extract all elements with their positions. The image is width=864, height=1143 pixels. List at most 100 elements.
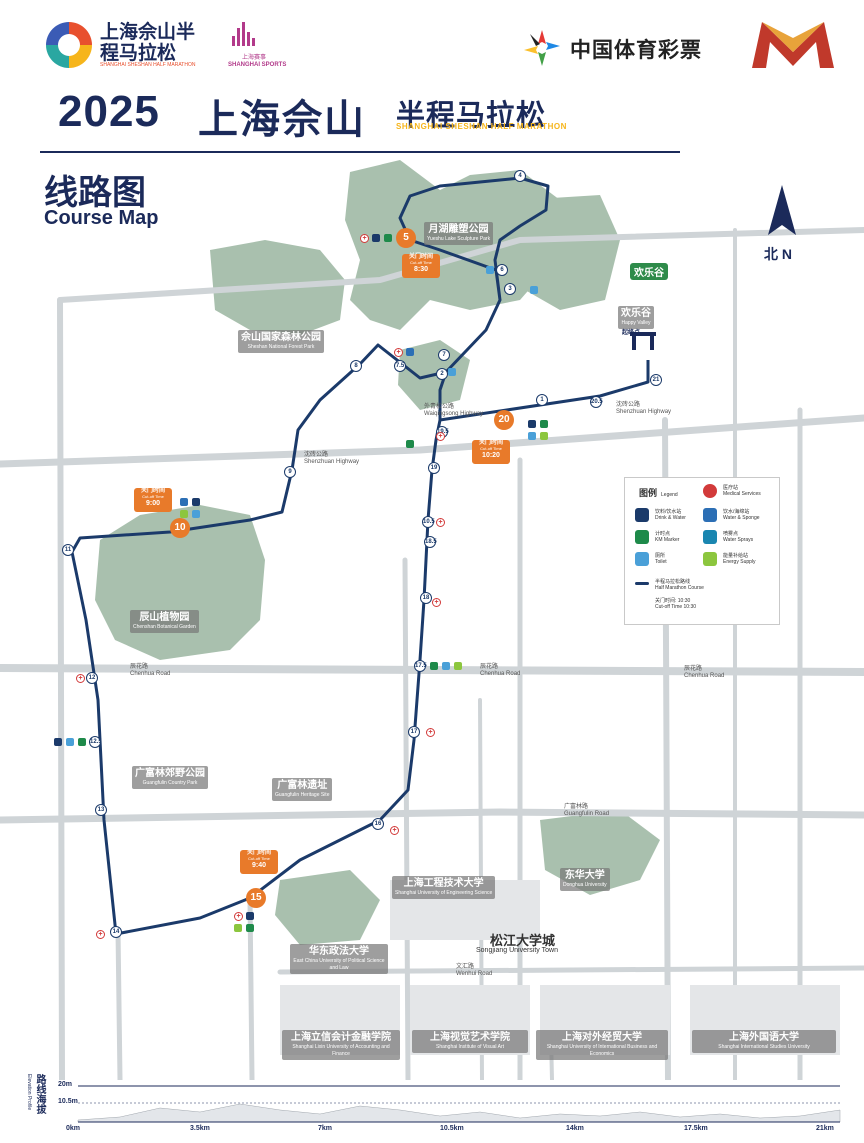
km-marker-9: 9 [284, 466, 296, 478]
km-marker-20-5: 20.5 [590, 396, 603, 408]
title-year: 2025 [58, 87, 160, 136]
km-marker-12: 12 [86, 672, 98, 684]
medical-station-icon: + [436, 432, 445, 441]
title-en: SHANGHAI SHESHAN HALF MARATHON [396, 122, 567, 131]
drink-station-icon [528, 420, 536, 428]
title-cn: 上海佘山 [198, 98, 366, 142]
profile-x-label: 21km [816, 1125, 834, 1132]
marathon-route [70, 176, 650, 936]
road-north [57, 227, 864, 303]
medical-station-icon: + [394, 348, 403, 357]
event-logo-icon [46, 22, 92, 68]
medical-station-icon: + [436, 518, 445, 527]
km-marker-11: 11 [62, 544, 74, 556]
energy-supply-icon [234, 924, 242, 932]
km-marker-3: 3 [504, 283, 516, 295]
km-marker-10: 10 [170, 518, 190, 538]
town-name: 松江大学城 [490, 933, 556, 948]
sponge-station-icon [406, 348, 414, 356]
km-timing-icon [406, 440, 414, 448]
medical-station-icon: + [234, 912, 243, 921]
medical-station-icon: + [96, 930, 105, 939]
medical-station-icon: + [76, 674, 85, 683]
profile-x-label: 3.5km [190, 1125, 210, 1132]
event-logo-text: 上海佘山半程马拉松 [100, 22, 196, 64]
sponge-station-icon [180, 498, 188, 506]
profile-x-label: 10.5km [440, 1125, 464, 1132]
shanghai-sports-en: SHANGHAI SPORTS [228, 62, 287, 68]
km-marker-19: 19 [428, 462, 440, 474]
lottery-text: 中国体育彩票 [570, 39, 702, 62]
park-area-guangfulin [275, 870, 380, 945]
km-marker-1: 1 [536, 394, 548, 406]
header: 上海佘山半程马拉松 SHANGHAI SHESHAN HALF MARATHON… [0, 0, 864, 229]
map-canvas [0, 160, 864, 1080]
north-label: 北 N [764, 246, 792, 262]
profile-y-label-10: 10.5m [58, 1098, 78, 1105]
km-marker-2: 2 [436, 368, 448, 380]
toilet-icon [192, 510, 200, 518]
km-marker-16: 16 [372, 818, 384, 830]
km-timing-icon [246, 924, 254, 932]
drink-station-icon [192, 498, 200, 506]
title-divider [40, 151, 680, 153]
km-marker-5: 5 [396, 228, 416, 248]
drink-station-icon [54, 738, 62, 746]
medical-station-icon: + [426, 728, 435, 737]
road-shenzhuan [0, 414, 864, 468]
drink-station-icon [372, 234, 380, 242]
toilet-icon [530, 286, 538, 294]
km-marker-7: 7 [438, 349, 450, 361]
course-map-title-en: Course Map [44, 207, 159, 229]
km-marker-18-5: 18.5 [424, 536, 437, 548]
start-finish-gate-icon [630, 332, 656, 350]
energy-supply-icon [180, 510, 188, 518]
km-marker-7-5: 7.5 [394, 360, 406, 372]
km-marker-17-5: 17.5 [414, 660, 427, 672]
m-logo-icon [752, 22, 834, 68]
km-timing-icon [540, 420, 548, 428]
happy-valley-sign: 欢乐谷 [630, 263, 668, 280]
road-a [115, 927, 123, 1080]
profile-x-label: 7km [318, 1125, 333, 1132]
road-chenhua [0, 664, 864, 676]
shanghai-sports-cn: 上海赛事 [242, 55, 267, 61]
km-marker-21: 21 [650, 374, 662, 386]
north-arrow-icon [768, 185, 796, 235]
km-timing-icon [384, 234, 392, 242]
title-cn-sub: 半程马拉松 [396, 100, 547, 132]
elevation-profile-label: 路线海拔 Elevation Profile [26, 1074, 45, 1114]
event-logo-en: SHANGHAI SHESHAN HALF MARATHON [100, 62, 196, 68]
km-marker-12-5: 12.5 [89, 736, 102, 748]
toilet-icon [448, 368, 456, 376]
profile-y-label-20: 20m [58, 1081, 73, 1088]
toilet-icon [528, 432, 536, 440]
km-timing-icon [78, 738, 86, 746]
toilet-icon [486, 266, 494, 274]
km-marker-18: 18 [420, 592, 432, 604]
town-name-en: Songjiang University Town [476, 947, 558, 954]
km-marker-17: 17 [408, 726, 420, 738]
